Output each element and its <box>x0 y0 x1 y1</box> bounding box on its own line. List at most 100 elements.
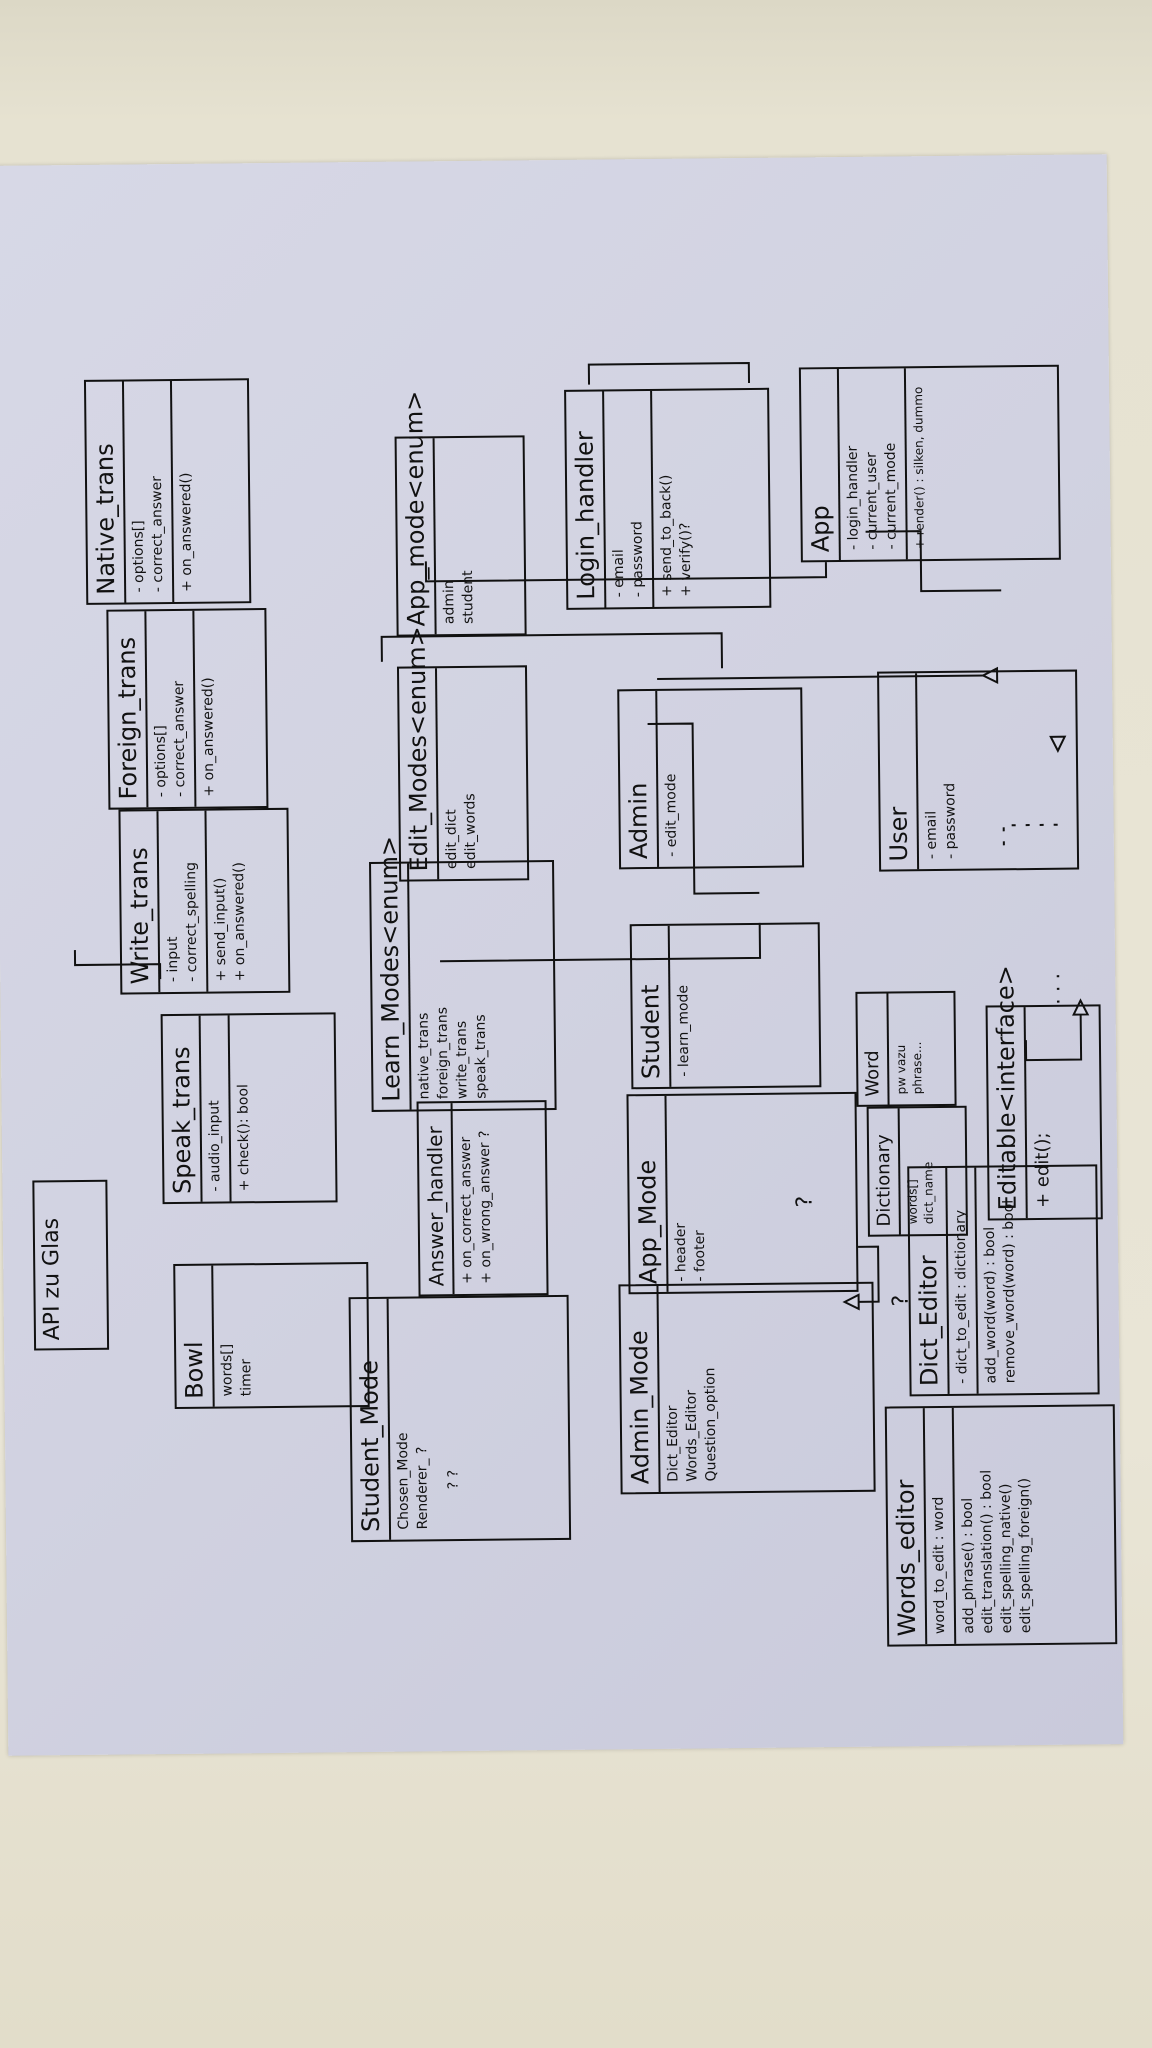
class-edit-modes: Edit_Modes<enum> edit_dict edit_words <box>396 626 530 882</box>
operation: + on_correct_answer <box>457 1136 476 1285</box>
arrowhead-editable <box>1072 998 1090 1016</box>
class-title: Word <box>857 993 890 1105</box>
class-attributes: edit_dict edit_words <box>437 668 485 879</box>
diagram-stage: Native_trans - options[] - correct_answe… <box>0 154 1123 1756</box>
class-title: Speak_trans <box>162 1015 203 1203</box>
attribute: words[] <box>219 1343 236 1397</box>
class-title: Learn_Modes<enum> <box>371 836 412 1110</box>
class-attributes: - input - correct_spelling <box>158 810 209 993</box>
class-answer-handler: Answer_handler + on_correct_answer + on_… <box>416 1100 549 1297</box>
attribute: pw vazu <box>893 1044 909 1095</box>
class-operations: + send_input() + on_answered() <box>206 810 254 991</box>
class-attributes: - options[] - correct_answer <box>123 381 175 603</box>
class-title: App_Mode <box>628 1095 669 1293</box>
class-title: API zu Glas <box>38 1217 66 1341</box>
class-operations: add_word(word) : bool remove_word(word) … <box>976 1167 1024 1393</box>
operation: add_phrase() : bool <box>959 1497 978 1634</box>
operation: edit_spelling_native() <box>997 1483 1015 1634</box>
class-attributes: - header - footer <box>666 1095 714 1291</box>
class-learn-modes: Learn_Modes<enum> native_trans foreign_t… <box>369 836 557 1112</box>
attribute: - password <box>942 782 959 859</box>
attribute: - edit_mode <box>663 773 680 857</box>
class-title: Admin <box>619 690 660 868</box>
class-attributes: words[] timer <box>213 1265 260 1406</box>
class-student-mode: Student_Mode Chosen_Mode Renderer_ ? ? ? <box>348 1294 572 1543</box>
arrowhead-admin <box>980 666 999 684</box>
line-student-learnmodes <box>440 922 762 963</box>
class-operations: + on_answered() <box>172 381 201 602</box>
class-operations: + on_answered() <box>194 611 223 807</box>
class-bowl: Bowl words[] timer <box>173 1261 370 1410</box>
attribute: - correct_answer <box>170 680 189 798</box>
operation: + on_wrong_answer ? <box>476 1130 495 1284</box>
dots-note: . . . <box>1040 972 1065 1005</box>
class-title: Dictionary <box>868 1108 901 1235</box>
attribute: edit_dict <box>443 809 461 870</box>
attribute: speak_trans <box>472 1014 490 1099</box>
class-admin: Admin - edit_mode <box>617 687 805 870</box>
line-app-appmode <box>424 561 828 583</box>
class-operations: + send_to_back() + verify()? <box>652 391 700 607</box>
class-attributes: - learn_mode <box>670 926 699 1087</box>
attribute: Words_Editor <box>683 1389 701 1482</box>
attribute: ? ? <box>445 1469 462 1490</box>
class-operations: + render() : silken, dummo <box>906 368 932 559</box>
line-user-editable <box>1002 823 1059 846</box>
attribute: Question_option <box>702 1367 720 1482</box>
class-login-handler: Login_handler - email - password + send_… <box>564 387 772 610</box>
attribute: - password <box>629 521 647 598</box>
class-student: Student - learn_mode <box>629 922 822 1090</box>
attribute: - learn_mode <box>675 984 693 1077</box>
class-title: Native_trans <box>85 381 127 603</box>
attribute: edit_words <box>462 793 479 869</box>
class-title: Bowl <box>175 1265 215 1408</box>
attribute: Dict_Editor <box>664 1405 682 1482</box>
attribute: - current_mode <box>882 442 900 550</box>
line-user-admin <box>657 674 998 680</box>
line-app-login <box>587 361 751 385</box>
class-api: API zu Glas <box>32 1179 110 1351</box>
class-title: App_mode<enum> <box>396 391 437 635</box>
operation: edit_spelling_foreign() <box>1016 1477 1034 1634</box>
attribute: Chosen_Mode <box>394 1432 413 1530</box>
attribute: foreign_trans <box>434 1006 452 1100</box>
class-title: Login_handler <box>566 391 607 608</box>
attribute: - email <box>610 549 628 598</box>
class-attributes: - edit_mode <box>657 691 686 867</box>
operation: + on_answered() <box>177 472 195 592</box>
class-title: Student_Mode <box>350 1298 392 1541</box>
operation: remove_word(word) : bool <box>1000 1199 1019 1384</box>
class-attributes: - dict_to_edit : dictionary <box>947 1167 979 1394</box>
class-app-mode: App_Mode - header - footer <box>626 1091 859 1295</box>
line-speak-api <box>73 950 162 980</box>
operation: + render() : silken, dummo <box>910 386 927 550</box>
operation: + verify()? <box>677 522 694 597</box>
class-word: Word pw vazu phrase... <box>855 990 957 1107</box>
operation: + send_input() <box>211 877 230 982</box>
operation: add_word(word) : bool <box>981 1226 1000 1384</box>
class-words-editor: Words_editor word_to_edit : word add_phr… <box>884 1404 1118 1647</box>
attribute: - correct_answer <box>148 475 167 593</box>
operation: + send_to_back() <box>657 474 676 597</box>
class-dict-editor: Dict_Editor - dict_to_edit : dictionary … <box>907 1164 1100 1397</box>
attribute: phrase... <box>910 1041 925 1095</box>
class-attributes: native_trans foreign_trans write_trans s… <box>409 863 495 1110</box>
class-admin-mode: Admin_Mode Dict_Editor Words_Editor Ques… <box>618 1281 876 1495</box>
class-title: Student <box>631 925 672 1088</box>
class-attributes: - audio_input <box>200 1015 232 1202</box>
class-attributes: Chosen_Mode Renderer_ ? ? ? <box>389 1298 468 1540</box>
attribute: - audio_input <box>206 1100 224 1192</box>
attribute: student <box>459 570 477 624</box>
class-title: Foreign_trans <box>108 611 149 808</box>
attribute: timer <box>238 1358 255 1397</box>
class-native-trans: Native_trans - options[] - correct_answe… <box>83 378 252 605</box>
class-attributes: - email - password <box>604 390 655 608</box>
relationship-lines <box>73 361 1090 1311</box>
operation: + on_answered() <box>230 861 248 982</box>
attribute: - login_handler <box>844 445 862 550</box>
attribute: - email <box>923 810 941 860</box>
attribute: write_trans <box>453 1020 471 1100</box>
attribute: - options[] <box>152 725 170 798</box>
attribute: - current_user <box>863 452 881 550</box>
class-attributes: Dict_Editor Words_Editor Question_option <box>658 1285 725 1492</box>
